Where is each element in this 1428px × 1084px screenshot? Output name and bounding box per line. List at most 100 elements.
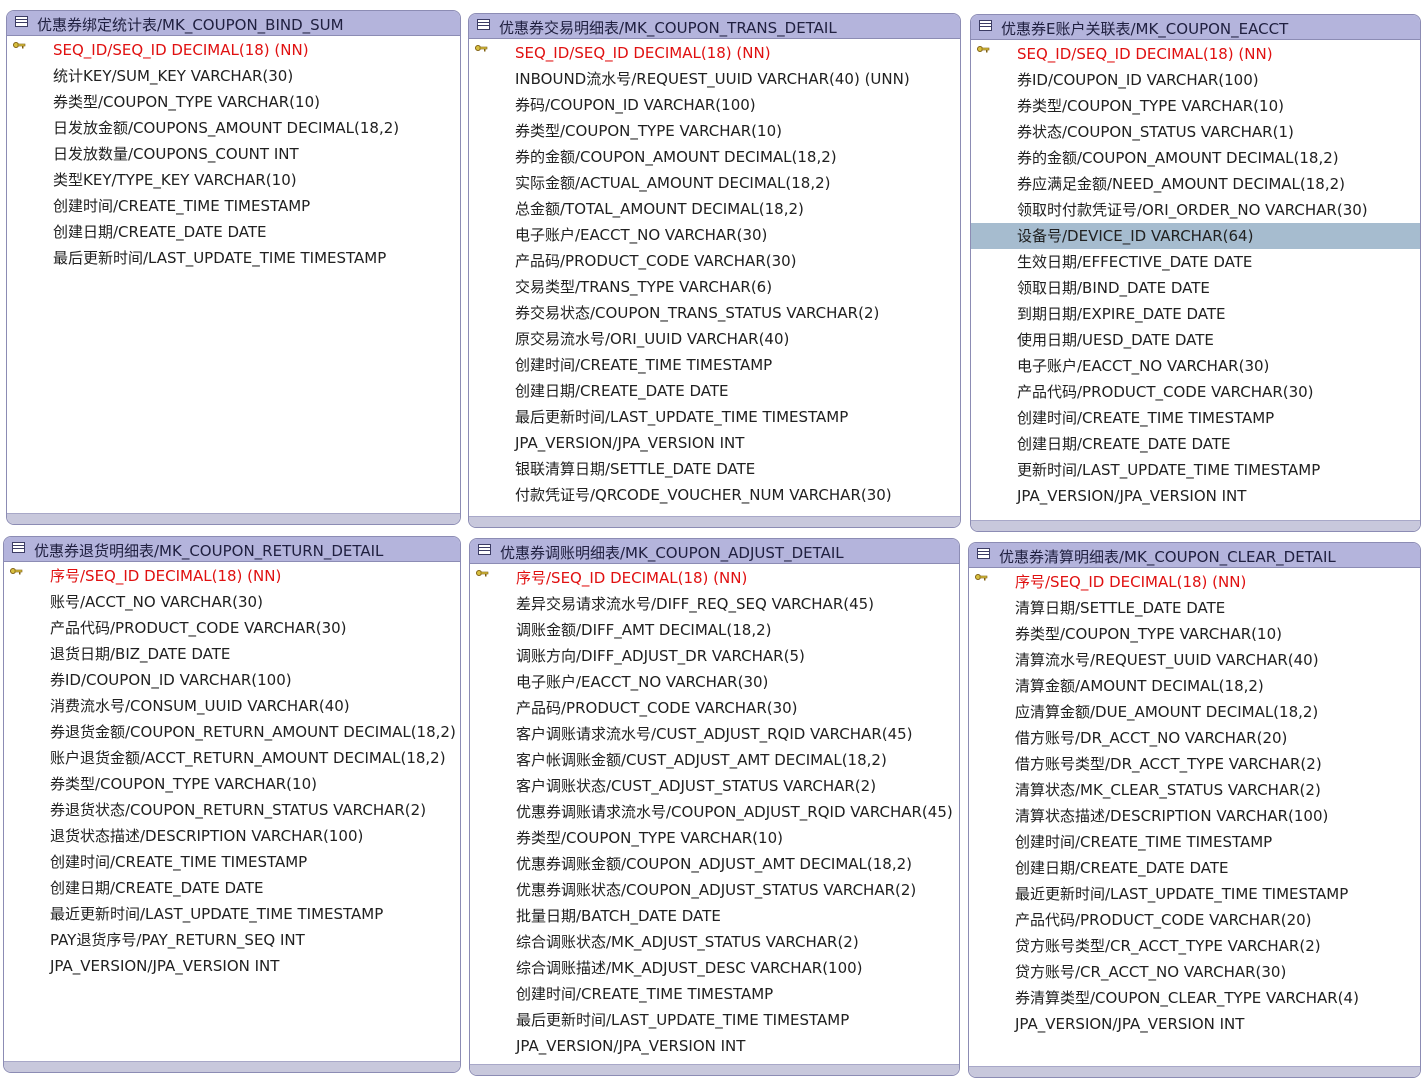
column-row[interactable]: 日发放金额/COUPONS_AMOUNT DECIMAL(18,2) (7, 115, 460, 141)
column-row[interactable]: 券ID/COUPON_ID VARCHAR(100) (4, 667, 460, 693)
column-row[interactable]: 产品代码/PRODUCT_CODE VARCHAR(20) (969, 907, 1420, 933)
table-header[interactable]: 优惠券清算明细表/MK_COUPON_CLEAR_DETAIL (969, 543, 1420, 568)
column-row[interactable]: JPA_VERSION/JPA_VERSION INT (469, 430, 960, 456)
column-row[interactable]: 券的金额/COUPON_AMOUNT DECIMAL(18,2) (971, 145, 1420, 171)
table-mk-coupon-trans-detail[interactable]: 优惠券交易明细表/MK_COUPON_TRANS_DETAIL SEQ_ID/S… (468, 13, 961, 528)
column-row[interactable]: 电子账户/EACCT_NO VARCHAR(30) (470, 669, 959, 695)
table-header[interactable]: 优惠券交易明细表/MK_COUPON_TRANS_DETAIL (469, 14, 960, 39)
column-row[interactable]: 借方账号/DR_ACCT_NO VARCHAR(20) (969, 725, 1420, 751)
column-row[interactable]: 清算状态/MK_CLEAR_STATUS VARCHAR(2) (969, 777, 1420, 803)
column-row-primary-key[interactable]: 序号/SEQ_ID DECIMAL(18) (NN) (470, 565, 959, 591)
column-row[interactable]: 最近更新时间/LAST_UPDATE_TIME TIMESTAMP (4, 901, 460, 927)
column-row-selected[interactable]: 设备号/DEVICE_ID VARCHAR(64) (971, 223, 1420, 249)
column-row[interactable]: 创建日期/CREATE_DATE DATE (969, 855, 1420, 881)
column-row[interactable]: 券码/COUPON_ID VARCHAR(100) (469, 92, 960, 118)
column-row[interactable]: 券交易状态/COUPON_TRANS_STATUS VARCHAR(2) (469, 300, 960, 326)
column-row[interactable]: 创建时间/CREATE_TIME TIMESTAMP (469, 352, 960, 378)
column-row[interactable]: 银联清算日期/SETTLE_DATE DATE (469, 456, 960, 482)
column-row[interactable]: 优惠券调账状态/COUPON_ADJUST_STATUS VARCHAR(2) (470, 877, 959, 903)
column-row[interactable]: 创建时间/CREATE_TIME TIMESTAMP (971, 405, 1420, 431)
column-row[interactable]: 券类型/COUPON_TYPE VARCHAR(10) (7, 89, 460, 115)
column-row[interactable]: JPA_VERSION/JPA_VERSION INT (470, 1033, 959, 1059)
column-row[interactable]: 调账金额/DIFF_AMT DECIMAL(18,2) (470, 617, 959, 643)
column-row[interactable]: 创建时间/CREATE_TIME TIMESTAMP (4, 849, 460, 875)
column-row-primary-key[interactable]: SEQ_ID/SEQ_ID DECIMAL(18) (NN) (7, 37, 460, 63)
column-row[interactable]: 创建时间/CREATE_TIME TIMESTAMP (7, 193, 460, 219)
column-row[interactable]: 客户调账状态/CUST_ADJUST_STATUS VARCHAR(2) (470, 773, 959, 799)
column-row[interactable]: 清算状态描述/DESCRIPTION VARCHAR(100) (969, 803, 1420, 829)
column-row[interactable]: 贷方账号类型/CR_ACCT_TYPE VARCHAR(2) (969, 933, 1420, 959)
column-row[interactable]: 产品代码/PRODUCT_CODE VARCHAR(30) (971, 379, 1420, 405)
column-row[interactable]: 券类型/COUPON_TYPE VARCHAR(10) (971, 93, 1420, 119)
table-header[interactable]: 优惠券E账户关联表/MK_COUPON_EACCT (971, 15, 1420, 40)
column-row[interactable]: 券类型/COUPON_TYPE VARCHAR(10) (470, 825, 959, 851)
column-row[interactable]: 最后更新时间/LAST_UPDATE_TIME TIMESTAMP (469, 404, 960, 430)
column-row[interactable]: 客户调账请求流水号/CUST_ADJUST_RQID VARCHAR(45) (470, 721, 959, 747)
column-row[interactable]: 产品码/PRODUCT_CODE VARCHAR(30) (469, 248, 960, 274)
column-row[interactable]: 使用日期/UESD_DATE DATE (971, 327, 1420, 353)
column-row[interactable]: INBOUND流水号/REQUEST_UUID VARCHAR(40) (UNN… (469, 66, 960, 92)
column-row[interactable]: 总金额/TOTAL_AMOUNT DECIMAL(18,2) (469, 196, 960, 222)
column-row[interactable]: 综合调账状态/MK_ADJUST_STATUS VARCHAR(2) (470, 929, 959, 955)
table-header[interactable]: 优惠券调账明细表/MK_COUPON_ADJUST_DETAIL (470, 539, 959, 564)
column-row[interactable]: 批量日期/BATCH_DATE DATE (470, 903, 959, 929)
column-row[interactable]: 券的金额/COUPON_AMOUNT DECIMAL(18,2) (469, 144, 960, 170)
column-row[interactable]: 电子账户/EACCT_NO VARCHAR(30) (971, 353, 1420, 379)
column-row[interactable]: 客户帐调账金额/CUST_ADJUST_AMT DECIMAL(18,2) (470, 747, 959, 773)
column-row[interactable]: 创建日期/CREATE_DATE DATE (469, 378, 960, 404)
column-row[interactable]: 领取日期/BIND_DATE DATE (971, 275, 1420, 301)
column-row[interactable]: 退货日期/BIZ_DATE DATE (4, 641, 460, 667)
column-row[interactable]: 创建日期/CREATE_DATE DATE (4, 875, 460, 901)
column-row[interactable]: JPA_VERSION/JPA_VERSION INT (969, 1011, 1420, 1037)
column-row[interactable]: 券类型/COUPON_TYPE VARCHAR(10) (469, 118, 960, 144)
column-row[interactable]: 创建日期/CREATE_DATE DATE (7, 219, 460, 245)
column-row[interactable]: 券类型/COUPON_TYPE VARCHAR(10) (969, 621, 1420, 647)
column-row-primary-key[interactable]: 序号/SEQ_ID DECIMAL(18) (NN) (4, 563, 460, 589)
table-mk-coupon-bind-sum[interactable]: 优惠券绑定统计表/MK_COUPON_BIND_SUM SEQ_ID/SEQ_I… (6, 10, 461, 525)
column-row[interactable]: PAY退货序号/PAY_RETURN_SEQ INT (4, 927, 460, 953)
column-row[interactable]: 券状态/COUPON_STATUS VARCHAR(1) (971, 119, 1420, 145)
column-row[interactable]: 券应满足金额/NEED_AMOUNT DECIMAL(18,2) (971, 171, 1420, 197)
column-row[interactable]: 最近更新时间/LAST_UPDATE_TIME TIMESTAMP (969, 881, 1420, 907)
table-mk-coupon-eacct[interactable]: 优惠券E账户关联表/MK_COUPON_EACCT SEQ_ID/SEQ_ID … (970, 14, 1421, 532)
column-row[interactable]: 清算流水号/REQUEST_UUID VARCHAR(40) (969, 647, 1420, 673)
column-row[interactable]: 退货状态描述/DESCRIPTION VARCHAR(100) (4, 823, 460, 849)
column-row[interactable]: 优惠券调账请求流水号/COUPON_ADJUST_RQID VARCHAR(45… (470, 799, 959, 825)
column-row[interactable]: 产品代码/PRODUCT_CODE VARCHAR(30) (4, 615, 460, 641)
column-row-primary-key[interactable]: 序号/SEQ_ID DECIMAL(18) (NN) (969, 569, 1420, 595)
column-row[interactable]: 优惠券调账金额/COUPON_ADJUST_AMT DECIMAL(18,2) (470, 851, 959, 877)
column-row[interactable]: 最后更新时间/LAST_UPDATE_TIME TIMESTAMP (7, 245, 460, 271)
column-row[interactable]: 统计KEY/SUM_KEY VARCHAR(30) (7, 63, 460, 89)
column-row[interactable]: 借方账号类型/DR_ACCT_TYPE VARCHAR(2) (969, 751, 1420, 777)
column-row[interactable]: 生效日期/EFFECTIVE_DATE DATE (971, 249, 1420, 275)
column-row[interactable]: JPA_VERSION/JPA_VERSION INT (4, 953, 460, 979)
table-header[interactable]: 优惠券绑定统计表/MK_COUPON_BIND_SUM (7, 11, 460, 36)
column-row[interactable]: 综合调账描述/MK_ADJUST_DESC VARCHAR(100) (470, 955, 959, 981)
column-row[interactable]: 产品码/PRODUCT_CODE VARCHAR(30) (470, 695, 959, 721)
column-row[interactable]: 券类型/COUPON_TYPE VARCHAR(10) (4, 771, 460, 797)
column-row-primary-key[interactable]: SEQ_ID/SEQ_ID DECIMAL(18) (NN) (971, 41, 1420, 67)
column-row[interactable]: 调账方向/DIFF_ADJUST_DR VARCHAR(5) (470, 643, 959, 669)
column-row[interactable]: 类型KEY/TYPE_KEY VARCHAR(10) (7, 167, 460, 193)
column-row[interactable]: 付款凭证号/QRCODE_VOUCHER_NUM VARCHAR(30) (469, 482, 960, 508)
table-header[interactable]: 优惠券退货明细表/MK_COUPON_RETURN_DETAIL (4, 537, 460, 562)
column-row[interactable]: 消费流水号/CONSUM_UUID VARCHAR(40) (4, 693, 460, 719)
column-row[interactable]: 券清算类型/COUPON_CLEAR_TYPE VARCHAR(4) (969, 985, 1420, 1011)
column-row[interactable]: 清算金额/AMOUNT DECIMAL(18,2) (969, 673, 1420, 699)
column-row[interactable]: 电子账户/EACCT_NO VARCHAR(30) (469, 222, 960, 248)
column-row[interactable]: 创建时间/CREATE_TIME TIMESTAMP (470, 981, 959, 1007)
column-row[interactable]: 账号/ACCT_NO VARCHAR(30) (4, 589, 460, 615)
column-row-primary-key[interactable]: SEQ_ID/SEQ_ID DECIMAL(18) (NN) (469, 40, 960, 66)
column-row[interactable]: 券ID/COUPON_ID VARCHAR(100) (971, 67, 1420, 93)
column-row[interactable]: 贷方账号/CR_ACCT_NO VARCHAR(30) (969, 959, 1420, 985)
column-row[interactable]: 最后更新时间/LAST_UPDATE_TIME TIMESTAMP (470, 1007, 959, 1033)
column-row[interactable]: 券退货状态/COUPON_RETURN_STATUS VARCHAR(2) (4, 797, 460, 823)
column-row[interactable]: 日发放数量/COUPONS_COUNT INT (7, 141, 460, 167)
column-row[interactable]: 创建时间/CREATE_TIME TIMESTAMP (969, 829, 1420, 855)
column-row[interactable]: JPA_VERSION/JPA_VERSION INT (971, 483, 1420, 509)
table-mk-coupon-clear-detail[interactable]: 优惠券清算明细表/MK_COUPON_CLEAR_DETAIL 序号/SEQ_I… (968, 542, 1421, 1078)
column-row[interactable]: 更新时间/LAST_UPDATE_TIME TIMESTAMP (971, 457, 1420, 483)
column-row[interactable]: 交易类型/TRANS_TYPE VARCHAR(6) (469, 274, 960, 300)
column-row[interactable]: 应清算金额/DUE_AMOUNT DECIMAL(18,2) (969, 699, 1420, 725)
column-row[interactable]: 券退货金额/COUPON_RETURN_AMOUNT DECIMAL(18,2) (4, 719, 460, 745)
